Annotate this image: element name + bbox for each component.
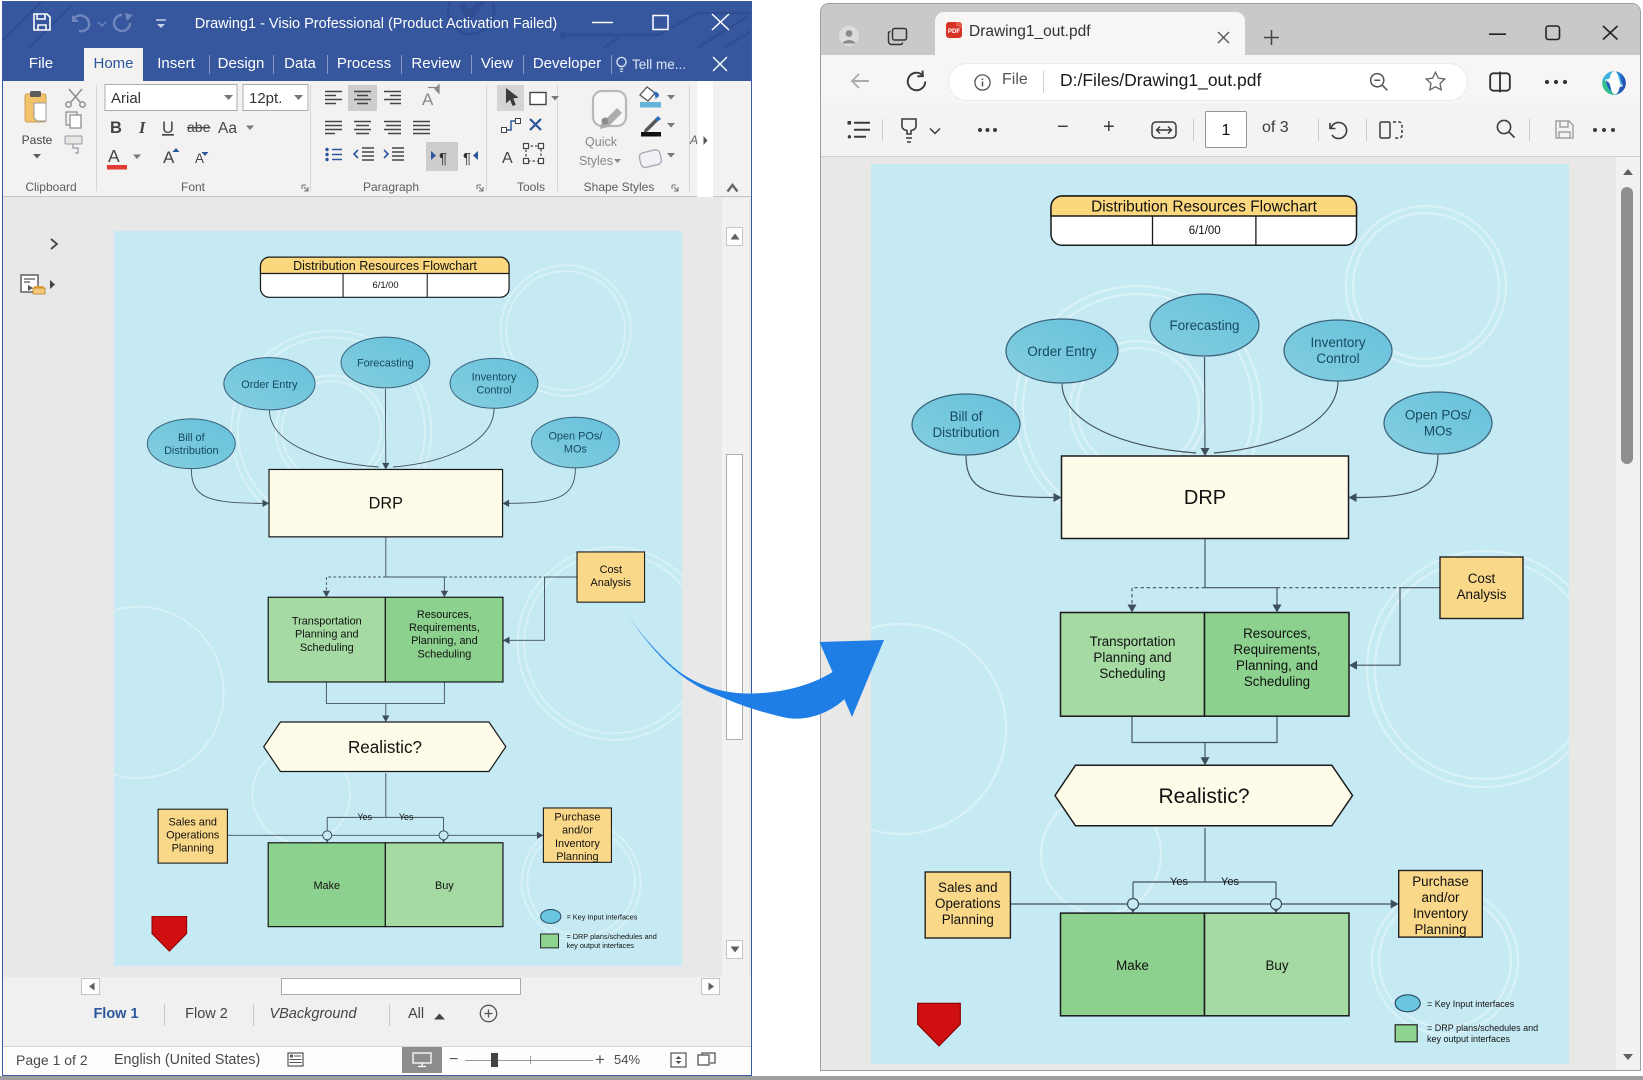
svg-text:A: A: [108, 146, 120, 166]
svg-text:¶: ¶: [439, 150, 447, 167]
svg-text:I: I: [138, 118, 146, 137]
svg-text:A: A: [422, 90, 434, 109]
svg-text:PDF: PDF: [948, 28, 961, 35]
svg-text:A: A: [163, 148, 175, 167]
svg-text:U: U: [162, 119, 174, 137]
svg-text:12pt.: 12pt.: [249, 90, 282, 107]
svg-text:Arial: Arial: [111, 90, 141, 107]
svg-text:Styles: Styles: [579, 154, 613, 168]
svg-text:¶: ¶: [463, 150, 471, 167]
svg-text:B: B: [110, 119, 122, 137]
svg-text:Paste: Paste: [22, 133, 53, 147]
svg-text:Quick: Quick: [585, 135, 618, 149]
svg-text:A: A: [502, 150, 513, 167]
svg-text:A: A: [689, 133, 698, 147]
svg-text:A: A: [195, 151, 204, 166]
svg-text:abe: abe: [187, 119, 211, 135]
svg-text:Aa: Aa: [218, 120, 237, 137]
